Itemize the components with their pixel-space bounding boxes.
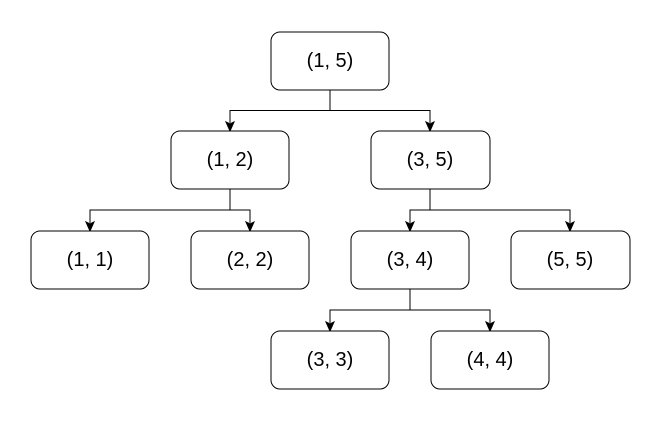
- node-label: (1, 5): [307, 50, 354, 72]
- node-label: (1, 2): [207, 149, 254, 171]
- edge-line: [429, 189, 571, 223]
- node-1-5: (1, 5): [270, 31, 390, 91]
- arrowhead: [324, 320, 336, 333]
- edge-line: [409, 189, 431, 223]
- node-3-3: (3, 3): [270, 330, 390, 390]
- node-2-2: (2, 2): [190, 230, 310, 290]
- node-label: (2, 2): [227, 249, 274, 271]
- arrowhead: [424, 120, 436, 133]
- edge-line: [329, 289, 411, 323]
- node-3-4: (3, 4): [350, 230, 470, 290]
- edges: [84, 90, 576, 333]
- node-3-5: (3, 5): [370, 130, 491, 190]
- node-1-2: (1, 2): [170, 130, 290, 190]
- node-label: (3, 4): [387, 249, 434, 271]
- edge-line: [329, 90, 431, 123]
- arrowhead: [244, 220, 256, 233]
- edge-line: [229, 90, 331, 123]
- node-label: (3, 5): [407, 149, 454, 171]
- node-label: (5, 5): [547, 249, 594, 271]
- edge-line: [409, 289, 491, 323]
- edge-line: [89, 189, 231, 223]
- arrowhead: [404, 220, 416, 233]
- arrowhead: [484, 320, 496, 333]
- node-label: (4, 4): [467, 349, 514, 371]
- node-5-5: (5, 5): [510, 230, 631, 290]
- node-label: (3, 3): [307, 349, 354, 371]
- node-label: (1, 1): [67, 249, 114, 271]
- node-1-1: (1, 1): [30, 230, 150, 290]
- edge-line: [229, 189, 251, 223]
- node-4-4: (4, 4): [430, 330, 550, 390]
- arrowhead: [224, 120, 236, 133]
- arrowhead: [564, 220, 576, 233]
- arrowhead: [84, 220, 96, 233]
